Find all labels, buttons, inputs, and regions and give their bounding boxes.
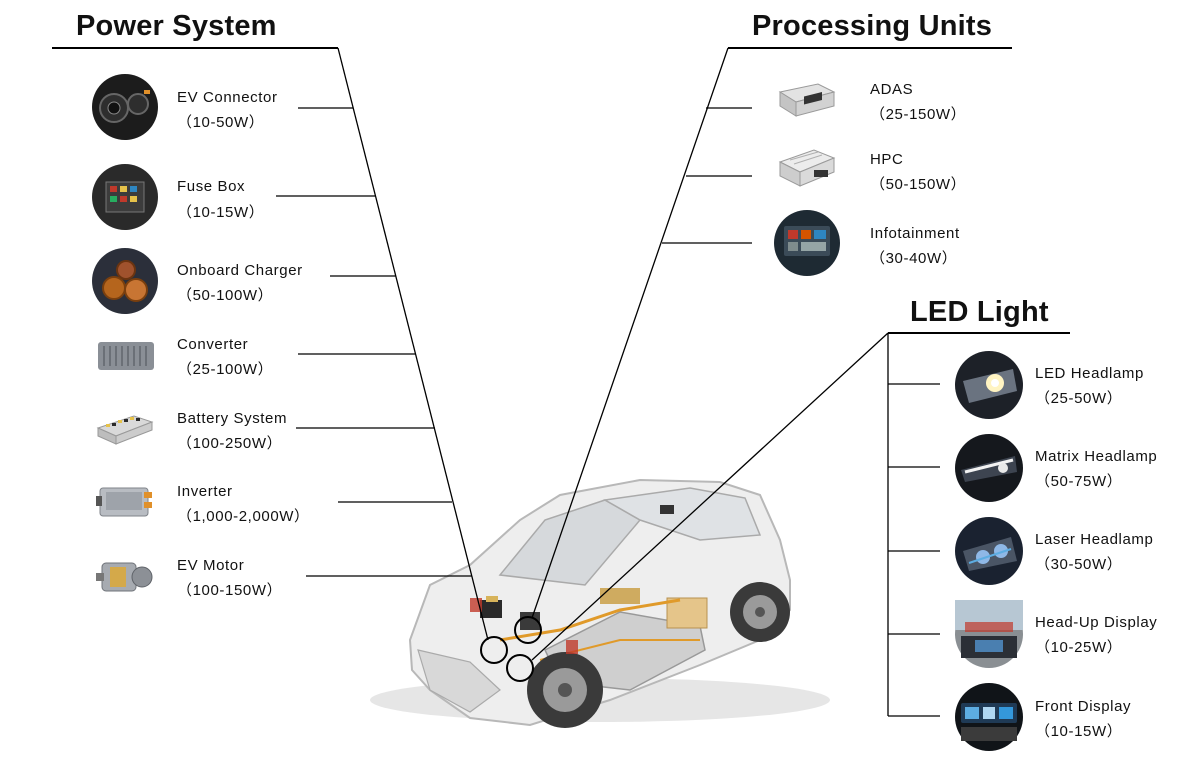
front-display-label: Front Display — [1035, 698, 1132, 715]
converter-watt: （25-100W） — [177, 361, 274, 378]
fuse-box-watt: （10-15W） — [177, 204, 265, 221]
hpc-watt: （50-150W） — [870, 176, 967, 193]
led-headlamp-photo — [955, 351, 1023, 419]
laser-headlamp-watt: （30-50W） — [1035, 556, 1123, 573]
ev-motor-photo — [96, 562, 153, 592]
led-headlamp-label: LED Headlamp — [1035, 365, 1144, 382]
front-display-watt: （10-15W） — [1035, 723, 1123, 740]
matrix-headlamp-photo — [955, 434, 1023, 502]
callout-circle-processing — [514, 616, 542, 644]
ev-motor-label: EV Motor — [177, 557, 245, 574]
hpc-module-photo — [778, 149, 836, 187]
adas-watt: （25-150W） — [870, 106, 967, 123]
infotainment-label: Infotainment — [870, 225, 960, 242]
onboard-charger-watt: （50-100W） — [177, 287, 274, 304]
converter-label: Converter — [177, 336, 249, 353]
callout-circle-power — [480, 636, 508, 664]
ev-connector-photo — [92, 74, 158, 140]
inverter-photo — [96, 487, 152, 517]
ev-motor-watt: （100-150W） — [177, 582, 283, 599]
power-system-heading: Power System — [76, 10, 277, 42]
adas-module-photo — [778, 83, 836, 117]
infotainment-screen-photo — [774, 210, 840, 276]
laser-headlamp-photo — [955, 517, 1023, 585]
fuse-box-label: Fuse Box — [177, 178, 246, 195]
battery-system-label: Battery System — [177, 410, 288, 427]
infotainment-watt: （30-40W） — [870, 250, 958, 267]
battery-system-watt: （100-250W） — [177, 435, 283, 452]
head-up-display-watt: （10-25W） — [1035, 639, 1123, 656]
inverter-watt: （1,000-2,000W） — [177, 508, 310, 525]
led-headlamp-watt: （25-50W） — [1035, 390, 1123, 407]
converter-photo — [98, 342, 154, 370]
head-up-display-label: Head-Up Display — [1035, 614, 1158, 631]
onboard-charger-label: Onboard Charger — [177, 262, 303, 279]
matrix-headlamp-label: Matrix Headlamp — [1035, 448, 1158, 465]
callout-circle-led — [506, 654, 534, 682]
led-light-heading: LED Light — [910, 296, 1049, 328]
head-up-display-photo — [955, 600, 1023, 668]
matrix-headlamp-watt: （50-75W） — [1035, 473, 1123, 490]
hpc-label: HPC — [870, 151, 904, 168]
inverter-label: Inverter — [177, 483, 233, 500]
fuse-box-photo — [92, 164, 158, 230]
adas-label: ADAS — [870, 81, 914, 98]
laser-headlamp-label: Laser Headlamp — [1035, 531, 1154, 548]
processing-units-heading: Processing Units — [752, 10, 993, 42]
car-cutaway-illustration — [370, 478, 830, 728]
battery-system-photo — [96, 415, 154, 445]
onboard-charger-photo — [92, 248, 158, 314]
ev-connector-label: EV Connector — [177, 89, 278, 106]
ev-connector-watt: （10-50W） — [177, 114, 265, 131]
front-display-photo — [955, 683, 1023, 751]
